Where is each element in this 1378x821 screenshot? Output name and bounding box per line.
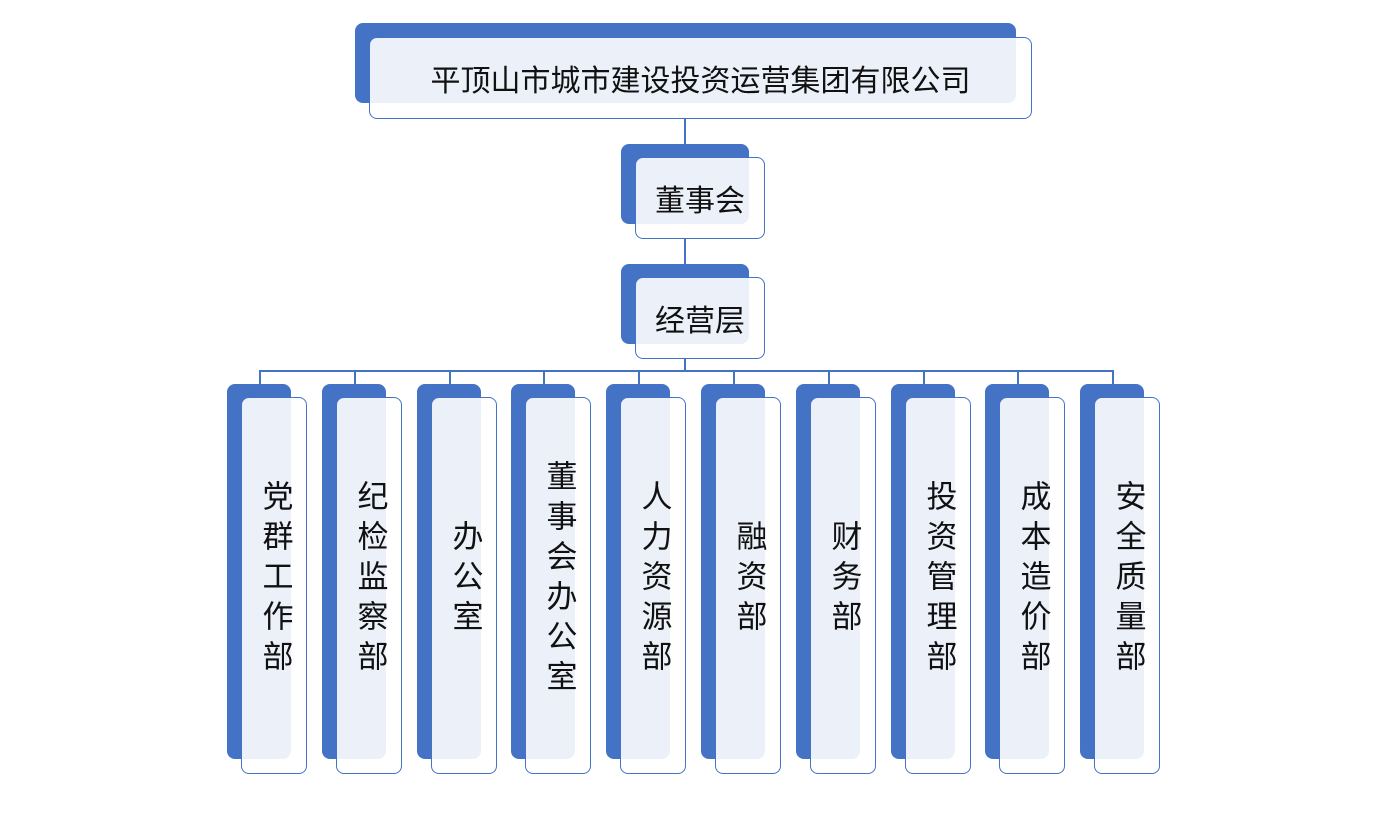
department-node: 人力资源部: [620, 397, 686, 774]
connector: [259, 370, 1113, 372]
department-node: 纪检监察部: [336, 397, 402, 774]
management-label: 经营层: [655, 304, 745, 339]
department-label: 安全质量部: [1109, 479, 1146, 680]
department-label: 董事会办公室: [540, 459, 577, 700]
connector: [684, 119, 686, 144]
connector: [1112, 370, 1114, 385]
connector: [684, 239, 686, 264]
connector: [543, 370, 545, 385]
department-label: 成本造价部: [1014, 479, 1051, 680]
connector: [259, 370, 261, 385]
department-label: 融资部: [730, 519, 767, 640]
department-label: 财务部: [825, 519, 862, 640]
department-node: 融资部: [715, 397, 781, 774]
department-label: 纪检监察部: [351, 479, 388, 680]
department-node: 董事会办公室: [525, 397, 591, 774]
connector: [684, 359, 686, 371]
department-node: 办公室: [431, 397, 497, 774]
department-node: 成本造价部: [999, 397, 1065, 774]
department-node: 财务部: [810, 397, 876, 774]
department-label: 人力资源部: [635, 479, 672, 680]
company-node: 平顶山市城市建设投资运营集团有限公司: [369, 37, 1032, 119]
department-node: 投资管理部: [905, 397, 971, 774]
connector: [733, 370, 735, 385]
connector: [923, 370, 925, 385]
management-node: 经营层: [635, 277, 765, 359]
connector: [449, 370, 451, 385]
connector: [638, 370, 640, 385]
department-label: 投资管理部: [920, 479, 957, 680]
board-label: 董事会: [655, 184, 745, 219]
company-label: 平顶山市城市建设投资运营集团有限公司: [430, 64, 971, 99]
department-node: 安全质量部: [1094, 397, 1160, 774]
connector: [1017, 370, 1019, 385]
connector: [828, 370, 830, 385]
department-label: 办公室: [446, 519, 483, 640]
connector: [354, 370, 356, 385]
department-node: 党群工作部: [241, 397, 307, 774]
board-node: 董事会: [635, 157, 765, 239]
department-label: 党群工作部: [256, 479, 293, 680]
